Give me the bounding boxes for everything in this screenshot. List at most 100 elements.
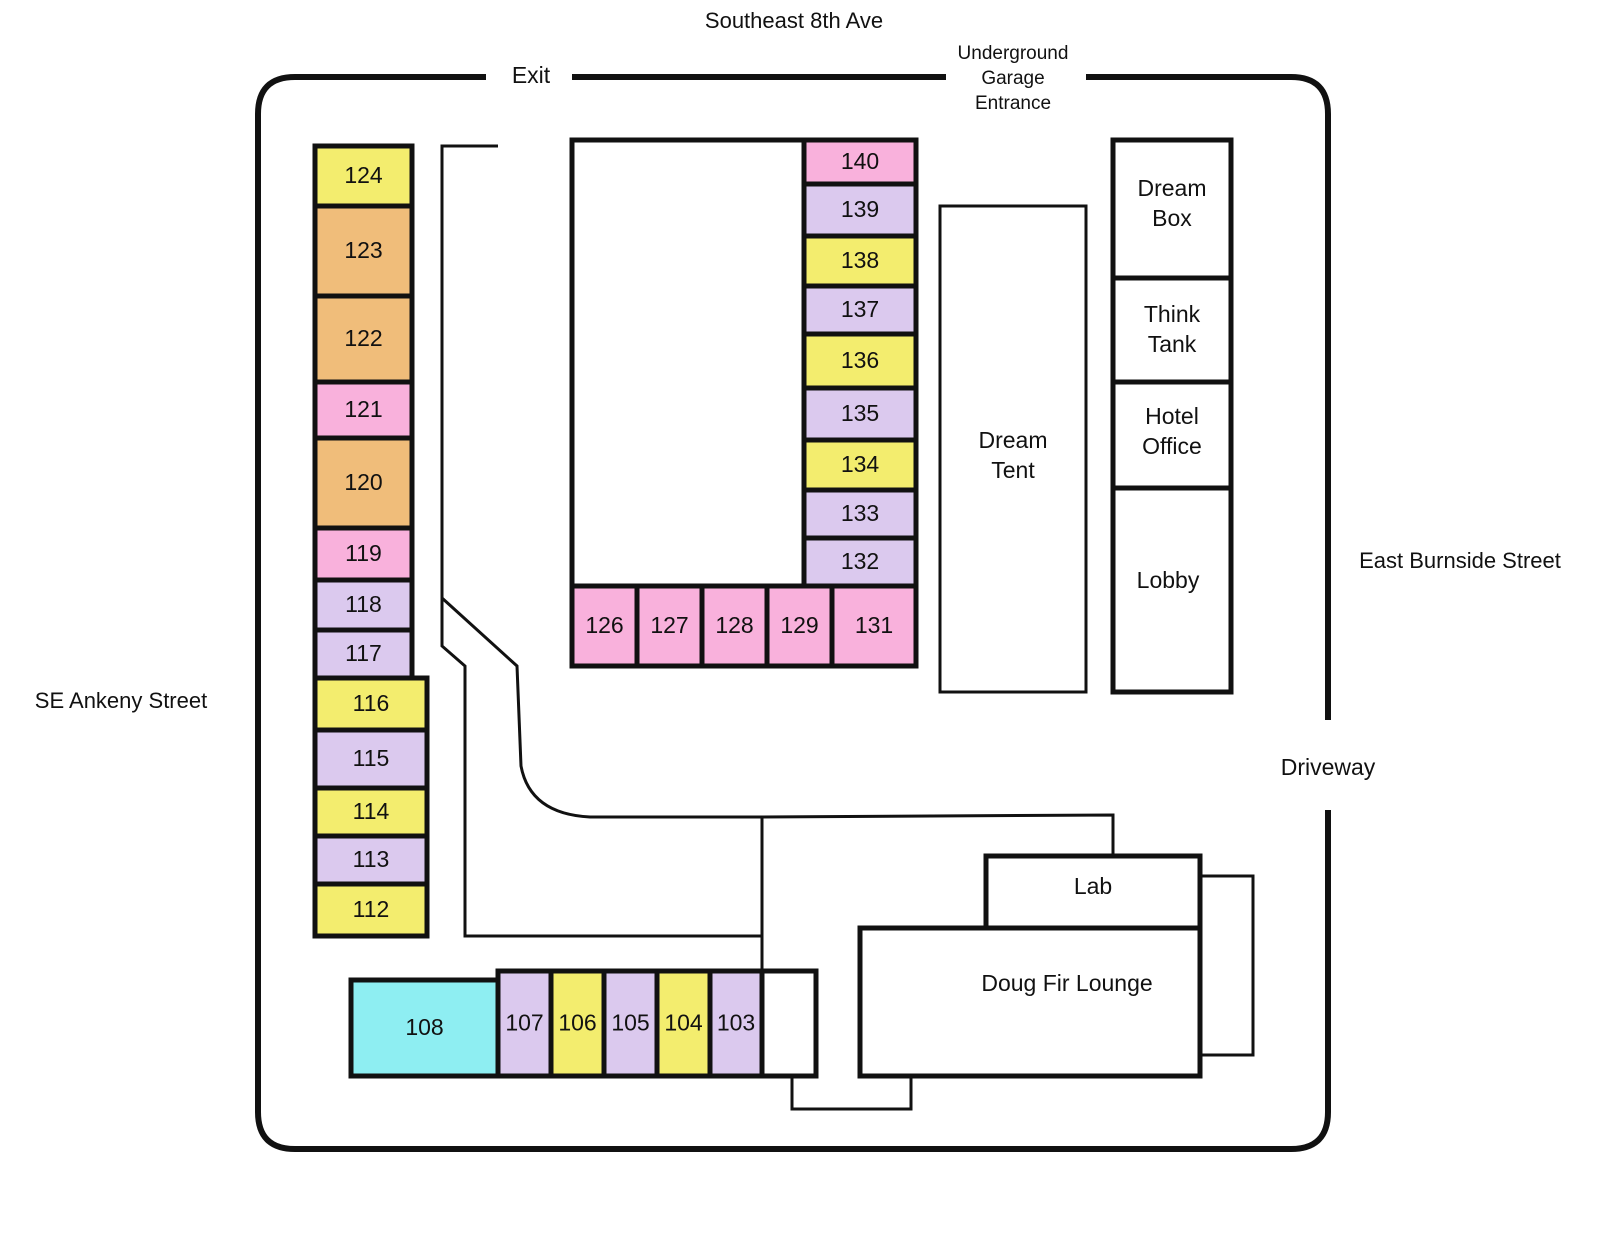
room-number-label: 105 [611, 1010, 649, 1036]
lobby[interactable]: Lobby [1110, 485, 1234, 695]
think-tank-label-line-1: Think [1144, 301, 1201, 327]
room-115[interactable]: 115 [312, 727, 430, 791]
room-number-label: 118 [345, 591, 382, 617]
dream-box[interactable]: Dream Box [1110, 137, 1234, 281]
room-117[interactable]: 117 [312, 627, 415, 681]
doug-fir-lounge[interactable]: Doug Fir Lounge [857, 925, 1203, 1079]
room-117-fill [312, 627, 415, 681]
room-131-fill [829, 583, 919, 669]
lobby-label: Lobby [1137, 567, 1200, 593]
lower-wing-end-cell [759, 968, 819, 1079]
room-137-fill [801, 283, 919, 337]
room-126[interactable]: 126 [569, 583, 640, 669]
lab-outline [983, 853, 1203, 931]
room-number-label: 135 [841, 400, 879, 426]
room-114[interactable]: 114 [312, 785, 430, 839]
room-103-fill [707, 968, 765, 1079]
lab[interactable]: Lab [983, 853, 1203, 931]
room-108[interactable]: 108 [348, 977, 501, 1079]
doug-fir-lounge-label: Doug Fir Lounge [981, 970, 1152, 996]
room-104[interactable]: 104 [654, 968, 713, 1079]
room-139[interactable]: 139 [801, 181, 919, 239]
guest-rooms: 124 123 122 121 120 119 118 117 116 115 114 113 112 1… [312, 137, 919, 1079]
room-number-label: 108 [405, 1014, 443, 1040]
room-107[interactable]: 107 [495, 968, 554, 1079]
room-116[interactable]: 116 [312, 675, 430, 733]
property-boundary [255, 74, 1331, 1152]
hotel-office-label-line-1: Hotel [1145, 403, 1199, 429]
room-number-label: 129 [780, 612, 818, 638]
dream-box-outline [1110, 137, 1234, 281]
room-120[interactable]: 120 [312, 435, 415, 531]
room-118[interactable]: 118 [312, 577, 415, 633]
room-136[interactable]: 136 [801, 331, 919, 391]
room-140[interactable]: 140 [801, 137, 919, 187]
garage-label-line-2: Garage [981, 68, 1044, 89]
room-number-label: 119 [345, 540, 382, 566]
room-number-label: 124 [344, 162, 383, 188]
dream-tent[interactable]: Dream Tent [938, 204, 1088, 694]
room-131[interactable]: 131 [829, 583, 919, 669]
room-119-fill [312, 525, 415, 583]
driveway-label: Driveway [1281, 754, 1376, 780]
room-number-label: 117 [345, 640, 382, 666]
room-137[interactable]: 137 [801, 283, 919, 337]
room-138[interactable]: 138 [801, 233, 919, 289]
room-128[interactable]: 128 [699, 583, 770, 669]
room-number-label: 123 [344, 237, 382, 263]
room-103[interactable]: 103 [707, 968, 765, 1079]
hotel-office-label-line-2: Office [1142, 433, 1202, 459]
room-number-label: 127 [650, 612, 688, 638]
room-116-fill [312, 675, 430, 733]
room-number-label: 113 [353, 846, 390, 872]
room-104-fill [654, 968, 713, 1079]
room-124[interactable]: 124 [312, 143, 415, 209]
think-tank-label-line-2: Tank [1148, 331, 1197, 357]
dream-tent-label-line-1: Dream [978, 427, 1047, 453]
room-127-fill [634, 583, 705, 669]
room-number-label: 128 [715, 612, 753, 638]
room-number-label: 112 [353, 896, 390, 922]
room-number-label: 106 [558, 1010, 596, 1036]
room-number-label: 122 [344, 325, 382, 351]
room-number-label: 133 [841, 500, 879, 526]
garage-label-line-3: Entrance [975, 93, 1051, 114]
room-112-fill [312, 881, 430, 939]
room-number-label: 115 [353, 745, 390, 771]
room-number-label: 107 [505, 1010, 543, 1036]
room-122[interactable]: 122 [312, 293, 415, 385]
room-106[interactable]: 106 [548, 968, 607, 1079]
street-label-east: East Burnside Street [1359, 548, 1561, 573]
room-105[interactable]: 105 [601, 968, 660, 1079]
room-113-fill [312, 833, 430, 887]
street-label-north: Southeast 8th Ave [705, 8, 883, 33]
room-112[interactable]: 112 [312, 881, 430, 939]
room-number-label: 134 [841, 451, 880, 477]
room-113[interactable]: 113 [312, 833, 430, 887]
room-127[interactable]: 127 [634, 583, 705, 669]
street-label-west: SE Ankeny Street [35, 688, 207, 713]
room-118-fill [312, 577, 415, 633]
room-129[interactable]: 129 [764, 583, 835, 669]
room-134[interactable]: 134 [801, 437, 919, 493]
hotel-office-outline [1110, 379, 1234, 491]
room-123[interactable]: 123 [312, 203, 415, 299]
room-121[interactable]: 121 [312, 379, 415, 441]
think-tank-outline [1110, 275, 1234, 385]
hotel-office[interactable]: Hotel Office [1110, 379, 1234, 491]
lab-label: Lab [1074, 873, 1112, 899]
lobby-outline [1110, 485, 1234, 695]
room-132-fill [801, 535, 919, 589]
room-135[interactable]: 135 [801, 385, 919, 443]
room-133[interactable]: 133 [801, 487, 919, 541]
room-number-label: 120 [344, 469, 382, 495]
room-119[interactable]: 119 [312, 525, 415, 583]
room-number-label: 121 [344, 396, 382, 422]
room-number-label: 136 [841, 347, 879, 373]
think-tank[interactable]: Think Tank [1110, 275, 1234, 385]
garage-entrance-label: Underground Garage Entrance [958, 43, 1069, 114]
room-number-label: 103 [717, 1010, 755, 1036]
dream-box-label-line-1: Dream [1137, 175, 1206, 201]
room-132[interactable]: 132 [801, 535, 919, 589]
